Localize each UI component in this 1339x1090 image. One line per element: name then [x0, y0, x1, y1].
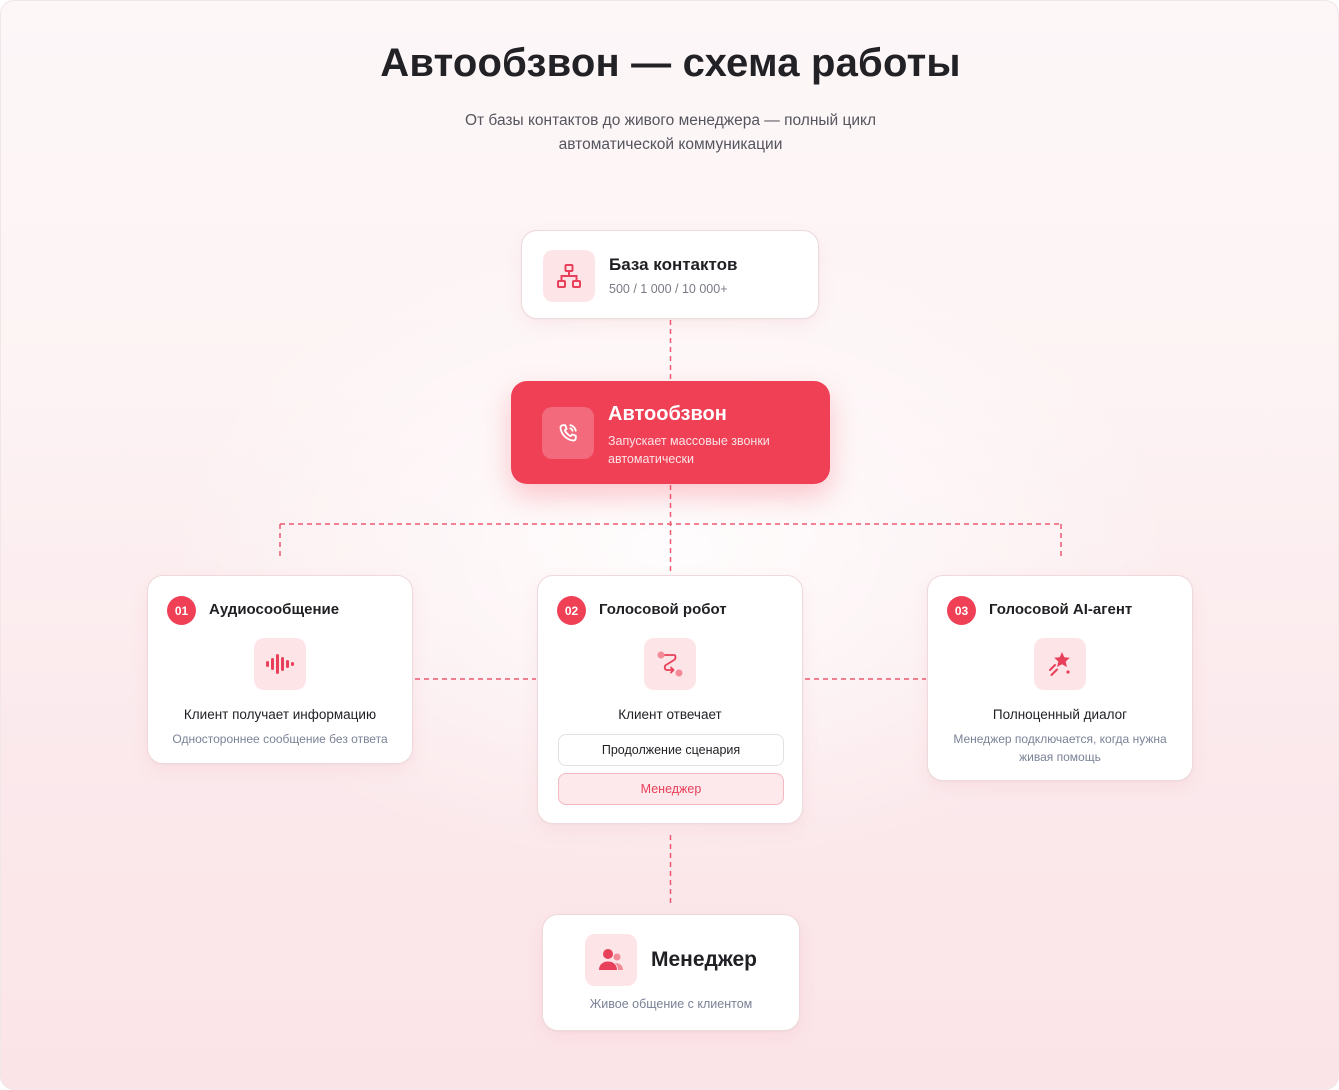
branch-number-badge: 03	[947, 596, 976, 625]
branch-card-voice-robot: 02 Голосовой робот Клиент отвечает Продо…	[537, 575, 803, 824]
branch-label: Полноценный диалог	[992, 707, 1128, 722]
autodialer-subtitle: Запускает массовые звонки автоматически	[608, 434, 770, 466]
manager-title: Менеджер	[651, 948, 757, 971]
branch-card-ai-agent: 03 Голосовой AI-агент Полноценный диалог…	[927, 575, 1193, 781]
branch-label: Клиент получает информацию	[183, 707, 377, 722]
sparkle-star-icon	[1034, 638, 1086, 690]
manager-subtitle: Живое общение с клиентом	[589, 997, 753, 1011]
autodialer-title: Автообзвон	[608, 403, 727, 425]
option-manager[interactable]: Менеджер	[558, 773, 784, 805]
manager-card: Менеджер Живое общение с клиентом	[542, 914, 800, 1031]
branch-title: Голосовой AI-агент	[989, 601, 1133, 618]
branch-title: Голосовой робот	[599, 601, 727, 618]
route-icon	[644, 638, 696, 690]
contacts-base-card: База контактов 500 / 1 000 / 10 000+	[521, 230, 819, 319]
contacts-base-title: База контактов	[609, 255, 738, 274]
contacts-base-sizes: 500 / 1 000 / 10 000+	[609, 282, 728, 296]
option-continue-scenario[interactable]: Продолжение сценария	[558, 734, 784, 766]
branch-card-audio-message: 01 Аудиосообщение Клиент получает информ…	[147, 575, 413, 764]
branch-title: Аудиосообщение	[209, 601, 340, 618]
branch-label: Клиент отвечает	[618, 707, 722, 722]
page-subtitle: От базы контактов до живого менеджера — …	[464, 112, 877, 153]
users-icon	[585, 934, 637, 986]
branch-description: Одностороннее сообщение без ответа	[172, 732, 388, 746]
phone-call-icon	[542, 407, 594, 459]
sound-wave-icon	[254, 638, 306, 690]
branch-description: Менеджер подключается, когда нужна живая…	[953, 732, 1167, 764]
page-title: Автообзвон — схема работы	[380, 41, 961, 85]
network-structure-icon	[543, 250, 595, 302]
branch-number-badge: 01	[167, 596, 196, 625]
autodialer-card: Автообзвон Запускает массовые звонки авт…	[511, 381, 830, 484]
branch-number-badge: 02	[557, 596, 586, 625]
